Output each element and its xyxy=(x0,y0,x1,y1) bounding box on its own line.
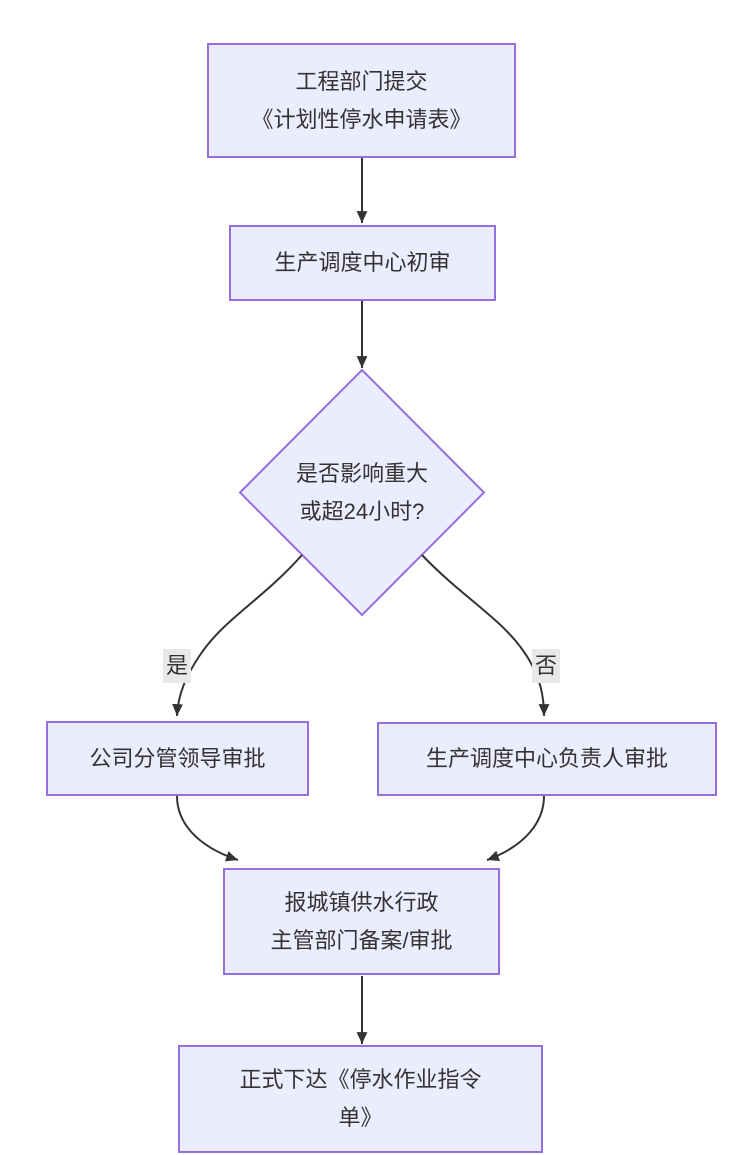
node-text-line: 或超24小时? xyxy=(299,498,425,524)
node-dispatch-initial-review: 生产调度中心初审 xyxy=(229,225,496,301)
edge-leader-to-report xyxy=(176,795,239,862)
node-text-line: 是否影响重大 xyxy=(295,460,428,486)
node-text-line: 正式下达《停水作业指令 xyxy=(239,1067,482,1092)
node-text-line: 报城镇供水行政 xyxy=(284,889,439,915)
node-text-line: 生产调度中心负责人审批 xyxy=(425,746,668,771)
node-text-line: 《计划性停水申请表》 xyxy=(251,106,472,132)
edge-decision-yes xyxy=(172,554,303,717)
edge-decision-no xyxy=(421,554,550,717)
node-text-line: 公司分管领导审批 xyxy=(89,745,266,771)
edge-label-yes: 是 xyxy=(163,649,192,683)
node-text-line: 工程部门提交 xyxy=(295,68,428,94)
decision-diamond-shape xyxy=(238,368,486,617)
node-text-line: 单》 xyxy=(338,1105,383,1130)
node-dispatch-head-approval: 生产调度中心负责人审批 xyxy=(377,722,717,796)
node-leader-approval: 公司分管领导审批 xyxy=(46,721,309,796)
node-engineering-submit: 工程部门提交 《计划性停水申请表》 xyxy=(207,43,516,158)
edge-manager-to-report xyxy=(486,795,545,861)
node-issue-order: 正式下达《停水作业指令 单》 xyxy=(178,1045,543,1153)
node-text-line: 生产调度中心初审 xyxy=(274,250,451,275)
node-text-line: 主管部门备案/审批 xyxy=(270,927,453,953)
edge-label-no: 否 xyxy=(532,649,561,683)
node-government-filing: 报城镇供水行政 主管部门备案/审批 xyxy=(223,868,500,975)
node-decision-text: 是否影响重大 或超24小时? xyxy=(242,440,482,545)
